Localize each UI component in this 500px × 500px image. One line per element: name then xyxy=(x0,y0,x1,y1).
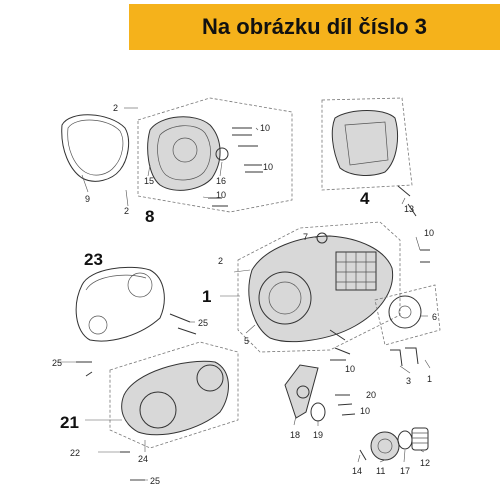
callout-22: 22 xyxy=(70,448,80,458)
callout-14: 14 xyxy=(352,466,362,476)
group-8-frame xyxy=(137,97,293,213)
cover-4 xyxy=(331,110,398,176)
callout-2c: 2 xyxy=(218,256,223,266)
callout-15: 15 xyxy=(144,176,154,186)
cover-8 xyxy=(147,116,229,191)
callout-6: 6 xyxy=(432,312,437,322)
title-banner: Na obrázku díl číslo 3 xyxy=(129,4,500,50)
seal-19 xyxy=(310,402,326,422)
callout-8: 8 xyxy=(145,207,154,226)
banner-title: Na obrázku díl číslo 3 xyxy=(202,14,427,39)
callout-17: 17 xyxy=(400,466,410,476)
callout-21: 21 xyxy=(60,413,79,432)
callout-24: 24 xyxy=(138,454,148,464)
callout-25c: 25 xyxy=(150,476,160,486)
group-4-frame xyxy=(321,97,413,191)
pins-3 xyxy=(390,347,419,367)
callout-4: 4 xyxy=(360,189,370,208)
callout-25b: 25 xyxy=(52,358,62,368)
callout-10d: 10 xyxy=(424,228,434,238)
ring-17 xyxy=(397,430,413,450)
callout-9: 9 xyxy=(85,194,90,204)
callout-10e: 10 xyxy=(345,364,355,374)
crankcase-1 xyxy=(237,221,401,353)
callout-11: 11 xyxy=(376,466,385,476)
belt-drive-24 xyxy=(109,341,239,449)
callout-5: 5 xyxy=(244,336,249,346)
leader-lines xyxy=(58,107,431,481)
callout-19: 19 xyxy=(313,430,323,440)
callout-1: 1 xyxy=(202,287,211,306)
cap-11 xyxy=(370,431,400,461)
flange-6 xyxy=(374,284,441,346)
bracket-18 xyxy=(284,364,319,419)
callout-18: 18 xyxy=(290,430,300,440)
callout-25a: 25 xyxy=(198,318,208,328)
callout-13: 13 xyxy=(404,204,414,214)
filter-12 xyxy=(411,427,429,451)
callout-10b: 10 xyxy=(263,162,273,172)
callout-23: 23 xyxy=(84,250,103,269)
callout-20: 20 xyxy=(366,390,376,400)
gasket-9 xyxy=(61,114,130,182)
belt-cover-23 xyxy=(75,266,165,342)
bolts xyxy=(76,127,430,481)
callout-10a: 10 xyxy=(260,123,270,133)
callout-10f: 10 xyxy=(360,406,370,416)
callout-2b: 2 xyxy=(124,206,129,216)
callout-2a: 2 xyxy=(113,103,118,113)
callout-labels: 2 9 10 15 16 10 2 10 8 4 13 7 10 2 23 1 … xyxy=(52,103,437,486)
callout-12: 12 xyxy=(420,458,430,468)
callout-1b: 1 xyxy=(427,374,432,384)
callout-7: 7 xyxy=(303,232,308,242)
callout-16: 16 xyxy=(216,176,226,186)
callout-3: 3 xyxy=(406,376,411,386)
callout-10c: 10 xyxy=(216,190,226,200)
